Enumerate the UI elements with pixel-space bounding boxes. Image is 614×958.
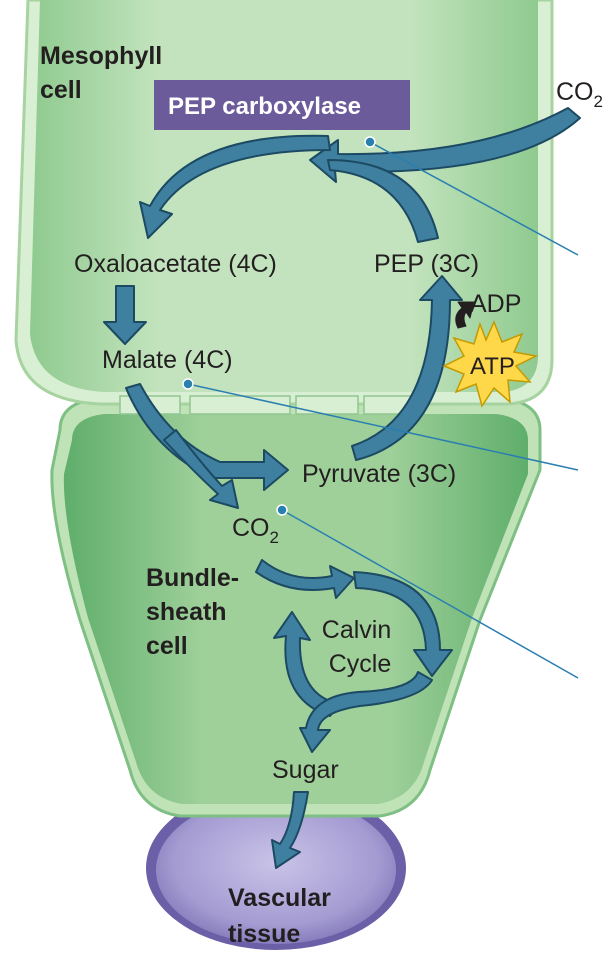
calvin-to-sugar-arrow — [299, 671, 433, 753]
co2-input-subscript: 2 — [594, 92, 603, 111]
leader-line-malate — [187, 383, 579, 471]
atp-to-adp-arrow — [455, 301, 475, 329]
atp-starburst: ATP — [442, 320, 539, 408]
leader-line-co2 — [281, 509, 579, 679]
plasmodesmata — [119, 395, 425, 415]
sugar-label: Sugar — [272, 756, 339, 784]
calvin-ring-right — [353, 571, 453, 677]
leader-dot-co2 — [276, 504, 288, 516]
co2-to-calvin-arrow — [255, 559, 355, 599]
bundle-sheath-label-line-3: cell — [146, 632, 188, 660]
co2-input-label: CO2 — [556, 78, 603, 111]
co2-entry-arrow — [309, 107, 581, 183]
mesophyll-cell-label: Mesophyll cell — [40, 42, 169, 104]
co2-bundle-text: CO — [232, 514, 270, 542]
pep-carboxylase-box: PEP carboxylase — [154, 80, 410, 130]
bundle-sheath-cell-label: Bundle- sheath cell — [146, 564, 246, 660]
leader-lines — [182, 136, 579, 679]
pyruvate-label: Pyruvate (3C) — [302, 460, 456, 488]
pep-carboxylase-label: PEP carboxylase — [168, 93, 361, 120]
calvin-cycle-label: Calvin Cycle — [322, 616, 398, 678]
atp-label: ATP — [470, 353, 515, 380]
arc-to-oxaloacetate-arrow — [139, 134, 331, 239]
bundle-sheath-label-line-2: sheath — [146, 598, 227, 626]
vascular-label-line-1: Vascular — [228, 884, 331, 912]
vascular-tissue-label: Vascular tissue — [228, 884, 338, 948]
calvin-ring-left — [273, 611, 341, 717]
calvin-label-line-1: Calvin — [322, 616, 391, 644]
co2-bundle-label: CO2 — [232, 514, 279, 547]
malate-to-pyruvate-arrow — [125, 383, 289, 491]
co2-bundle-subscript: 2 — [270, 528, 279, 547]
leader-dot-enzyme — [364, 136, 376, 148]
sugar-to-vascular-arrow — [271, 791, 309, 869]
co2-input-text: CO — [556, 78, 594, 106]
mesophyll-label-line-1: Mesophyll — [40, 42, 162, 70]
calvin-label-line-2: Cycle — [329, 650, 392, 678]
pyruvate-to-pep-arrow — [351, 275, 463, 461]
pathway-arrows — [103, 107, 581, 869]
bundle-sheath-label-line-1: Bundle- — [146, 564, 239, 592]
malate-to-co2-arrow — [163, 429, 239, 509]
adp-label: ADP — [470, 290, 521, 318]
leader-dot-malate — [182, 378, 194, 390]
pep-to-carboxylase-arrow — [327, 159, 439, 243]
oxaloacetate-label: Oxaloacetate (4C) — [74, 250, 277, 278]
bundle-sheath-cell — [50, 396, 542, 818]
vascular-label-line-2: tissue — [228, 920, 300, 948]
mesophyll-label-line-2: cell — [40, 76, 82, 104]
leader-line-enzyme — [369, 141, 579, 256]
pep-label: PEP (3C) — [374, 250, 479, 278]
malate-label: Malate (4C) — [102, 346, 233, 374]
oxaloacetate-to-malate-arrow — [103, 285, 147, 345]
